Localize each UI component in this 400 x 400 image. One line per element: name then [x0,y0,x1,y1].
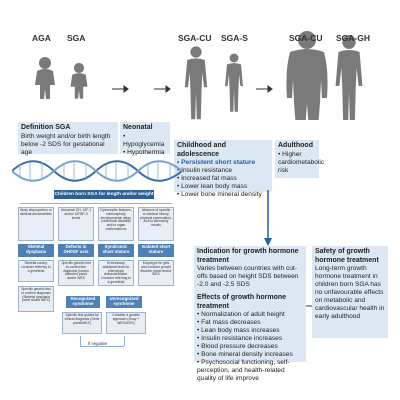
effects-item: Insulin resistance increases [197,335,303,343]
action-cell: If necessary, additional tests for pheno… [98,260,134,286]
adulthood-item: Higher cardiometabolic risk [278,151,324,175]
safety-box: Safety of growth hormone treatment Long-… [312,246,388,338]
label-aga: AGA [32,33,51,43]
workup-finding-cell: Absence of specific or medical history, … [138,207,174,241]
unrecognized-syndrome-cell: Unrecognized syndrome [106,296,142,308]
flow-connector [20,203,172,204]
dna-helix-graphic [12,160,182,182]
definition-text: Birth weight and/or birth length below -… [21,132,111,156]
childhood-box: Childhood and adolescence Persistent sho… [174,140,272,198]
diagnosis-cell: Syndromic short stature [98,244,134,257]
neonatal-box: Neonatal Hypoglycemia Hypothermia [120,122,170,157]
diagnosis-cell: Isolated short stature [138,244,174,257]
diagnosis-cell: Skeletal dysplasia [18,244,54,257]
diagnosis-cell: Defects in GH/IGF axis [58,244,94,257]
flow-connector [80,336,81,346]
skeletal-test-cell: Specific genetic test to confirm diagnos… [18,286,54,312]
safety-title: Safety of growth hormone treatment [315,248,379,264]
effects-item: Psychosocial functioning, self-perceptio… [197,359,303,383]
childhood-title: Childhood and adolescence [177,142,226,158]
action-cell: Karyotype for girls and consider growth … [138,260,174,286]
indication-title: Indication for growth hormone treatment [197,248,299,264]
safety-text: Long-term growth hormone treatment in ch… [315,265,385,321]
sga-cu-child-figure [184,46,208,120]
adulthood-title: Adulthood [278,142,313,149]
definition-title: Definition SGA [21,124,71,131]
treatment-box: Indication for growth hormone treatment … [194,246,306,382]
specific-test-cell: Specific test guided by clinical diagnos… [62,312,102,334]
neonatal-item: Hypothermia [123,149,167,157]
label-sga-cu: SGA-CU [178,33,212,43]
workup-finding-cell: Body disproportion or skeletal abnormali… [18,207,54,241]
effects-item: Blood pressure decreases [197,343,303,351]
silhouettes-row [35,31,363,120]
workup-finding-cell: Dysmorphic features, microcephaly, devel… [98,207,134,241]
label-sga: SGA [67,33,86,43]
label-sga-gh: SGA-GH [336,33,370,43]
flow-connector [80,346,124,347]
adulthood-box: Adulthood Higher cardiometabolic risk [275,140,324,178]
workup-finding-cell: Abnormal GH, IGF-1 and/or IGFBP-3 levels [58,207,94,241]
childhood-item: Lower bone mineral density [177,191,269,199]
flow-connector [124,336,125,346]
childhood-item: Increased fat mass [177,175,269,183]
arrow-down-icon [264,238,272,246]
effects-item: Fat mass decreases [197,319,303,327]
effects-title: Effects of growth hormone treatment [197,294,287,310]
if-negative-label: If negative [86,341,110,346]
action-cell: Skeletal survey, consider referring to a… [18,260,54,282]
childhood-item: Insulin resistance [177,167,269,175]
effects-item: Bone mineral density increases [197,351,303,359]
effects-item: Normalization of adult height [197,311,303,319]
childhood-item: Lower lean body mass [177,183,269,191]
flow-arrow [264,190,272,246]
aga-baby-figure [35,57,55,99]
sga-gh-adult-figure [335,35,363,120]
genetic-approach-cell: Consider a genetic approach (Array + WES… [106,312,146,334]
sga-cu-adult-figure [286,31,328,120]
childhood-highlight: Persistent short stature [177,159,269,167]
dna-banner: Children born SGA for length and/or weig… [54,190,154,199]
label-sga-cu-adult: SGA-CU [289,33,323,43]
recognized-syndrome-cell: Recognized syndrome [66,296,100,308]
action-cell: Specific genetic test to confirm the dia… [58,260,94,286]
indication-text: Varies between countries with cut-offs b… [197,265,299,289]
sga-s-child-figure [225,53,243,112]
definition-box: Definition SGA Birth weight and/or birth… [18,122,118,156]
sga-baby-figure [70,62,88,99]
label-sga-s: SGA-S [221,33,248,43]
neonatal-title: Neonatal [123,124,153,131]
effects-item: Lean body mass increases [197,327,303,335]
neonatal-item: Hypoglycemia [123,133,167,149]
